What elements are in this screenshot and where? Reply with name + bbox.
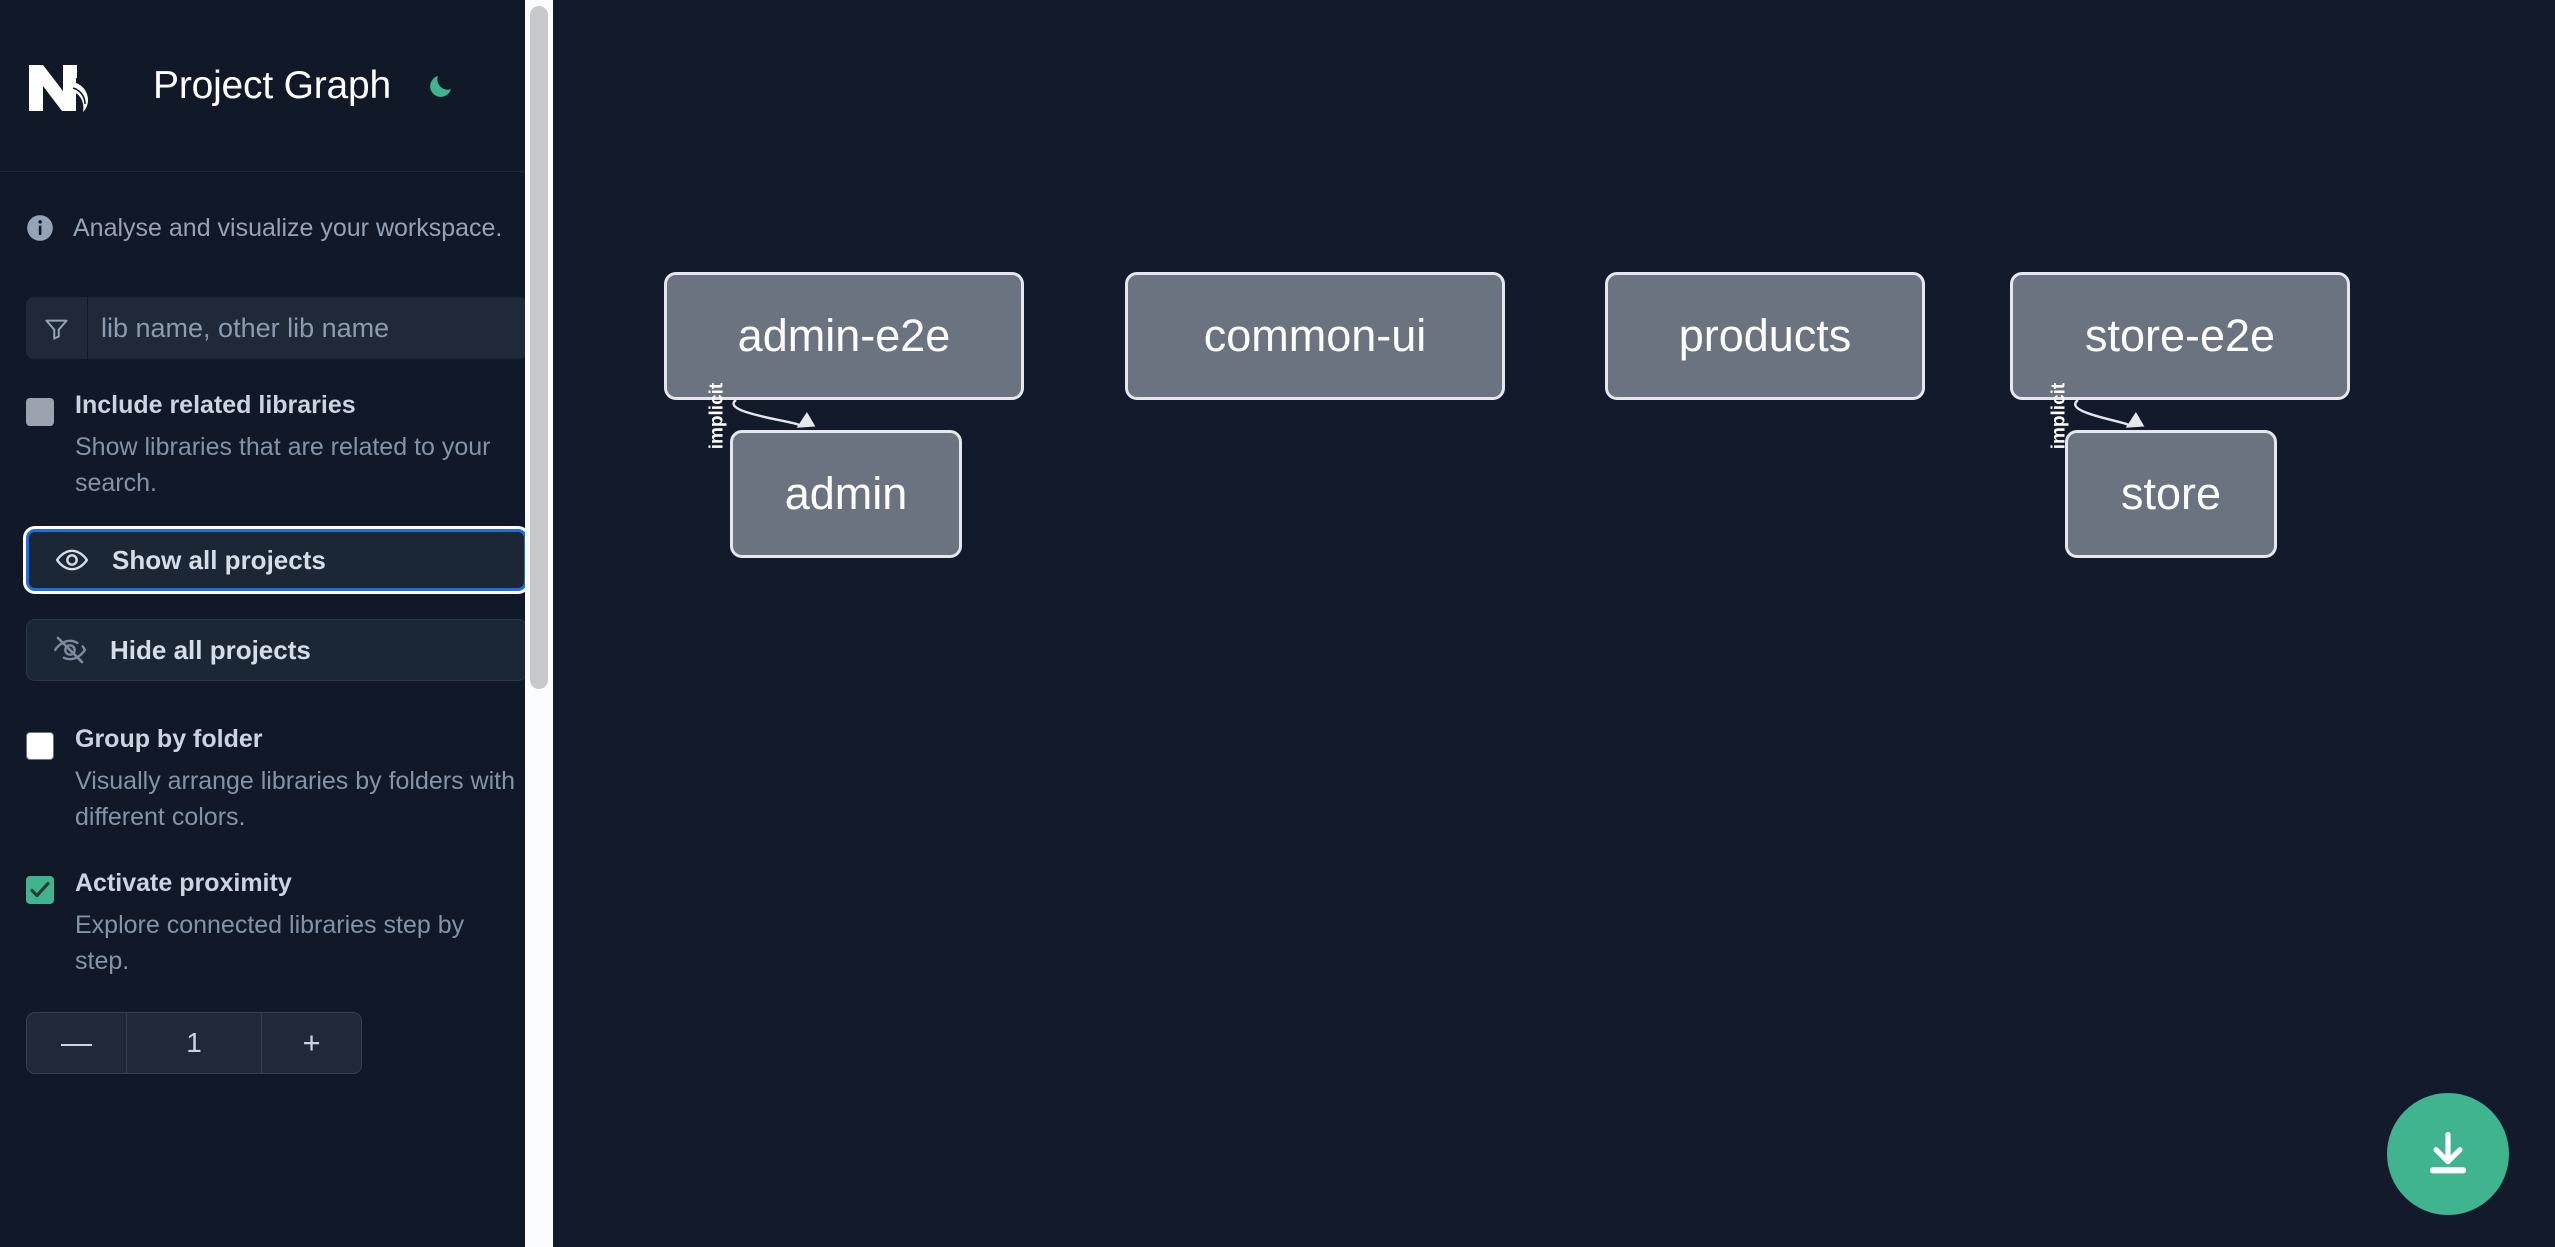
graph-node-admin[interactable]: admin: [730, 430, 962, 558]
search-input[interactable]: [88, 297, 527, 359]
eye-icon: [55, 543, 89, 577]
graph-edge-admin-e2e-to-admin[interactable]: [732, 399, 816, 428]
graph-node-label: products: [1678, 310, 1852, 361]
graph-node-label: store-e2e: [2084, 310, 2276, 361]
proximity-decrement-button[interactable]: —: [27, 1013, 127, 1073]
sidebar-scrollbar-thumb[interactable]: [530, 6, 548, 689]
check-icon: [30, 881, 50, 898]
funnel-icon: [26, 297, 88, 359]
include-related-libraries-checkbox[interactable]: [26, 398, 54, 426]
activate-proximity-checkbox[interactable]: [26, 876, 54, 904]
graph-edge-store-e2e-to-store[interactable]: [2074, 399, 2145, 428]
graph-canvas[interactable]: admin-e2e common-ui products store-e2e admin…: [553, 0, 2555, 1247]
info-circle-icon: [26, 214, 54, 242]
filter-box: [26, 297, 527, 359]
page-title: Project Graph: [153, 63, 392, 107]
show-all-projects-label: Show all projects: [112, 544, 326, 575]
download-icon: [2422, 1127, 2474, 1182]
graph-node-label: admin-e2e: [737, 310, 951, 361]
graph-node-label: store: [2120, 468, 2222, 519]
hide-all-projects-label: Hide all projects: [110, 634, 311, 665]
hide-all-projects-button[interactable]: Hide all projects: [26, 619, 527, 681]
graph-node-store[interactable]: store: [2065, 430, 2277, 558]
proximity-value: 1: [127, 1013, 261, 1073]
nx-logo: [26, 58, 108, 114]
sidebar-scrollbar[interactable]: [525, 0, 553, 1247]
proximity-stepper: — 1 +: [26, 1012, 362, 1074]
option-description: Show libraries that are related to your …: [75, 433, 491, 497]
eye-off-icon: [53, 633, 87, 667]
option-activate-proximity[interactable]: Activate proximity Explore connected lib…: [26, 871, 527, 979]
graph-node-label: common-ui: [1203, 310, 1427, 361]
option-label: Group by folder: [75, 725, 263, 753]
show-all-projects-button[interactable]: Show all projects: [26, 529, 527, 591]
sidebar-header: Project Graph: [0, 0, 553, 172]
group-by-folder-checkbox[interactable]: [26, 732, 54, 760]
graph-node-label: admin: [784, 468, 908, 519]
graph-node-admin-e2e[interactable]: admin-e2e: [664, 272, 1024, 400]
graph-edges-layer: [732, 399, 2145, 428]
graph-node-common-ui[interactable]: common-ui: [1125, 272, 1505, 400]
proximity-increment-button[interactable]: +: [261, 1013, 361, 1073]
moon-icon[interactable]: [424, 69, 458, 103]
workspace-info-text: Analyse and visualize your workspace.: [73, 213, 503, 242]
option-label: Include related libraries: [75, 391, 356, 419]
graph-node-products[interactable]: products: [1605, 272, 1925, 400]
workspace-info: Analyse and visualize your workspace.: [0, 172, 553, 250]
option-description: Explore connected libraries step by step…: [75, 911, 465, 975]
option-group-by-folder[interactable]: Group by folder Visually arrange librari…: [26, 727, 527, 835]
graph-node-store-e2e[interactable]: store-e2e: [2010, 272, 2350, 400]
sidebar: Project Graph Analyse and visualize yo: [0, 0, 553, 1247]
option-description: Visually arrange libraries by folders wi…: [75, 767, 516, 831]
option-include-related-libraries[interactable]: Include related libraries Show libraries…: [26, 393, 527, 501]
option-label: Activate proximity: [75, 869, 292, 897]
download-graph-button[interactable]: [2387, 1093, 2509, 1215]
